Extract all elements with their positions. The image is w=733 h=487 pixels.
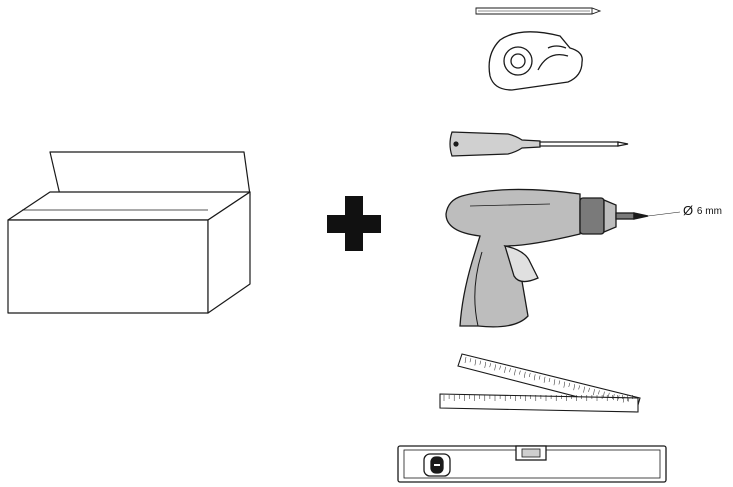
ruler-tick <box>608 392 610 397</box>
ruler-tick <box>514 369 516 376</box>
ruler-tick <box>474 359 477 366</box>
ruler-tick <box>598 390 600 395</box>
ruler-tick <box>464 356 467 364</box>
ruler-tick <box>612 394 615 401</box>
ruler-tick <box>509 368 511 373</box>
screwdriver-icon <box>449 131 629 157</box>
ruler-tick <box>528 372 531 378</box>
ruler-tick <box>524 371 526 378</box>
ruler-tick <box>563 381 566 388</box>
ruler-tick <box>593 389 595 396</box>
ruler-tick <box>519 370 521 375</box>
ruler-tick <box>568 382 571 388</box>
drill-bit-size-label: Ø 6 mm <box>683 203 722 218</box>
ruler-tick <box>558 380 561 385</box>
plus-icon <box>327 196 381 251</box>
ruler-tick <box>603 391 605 398</box>
ruler-tick <box>553 379 556 386</box>
ruler-tick <box>617 395 620 400</box>
ruler-tick <box>543 376 546 383</box>
ruler-tick <box>573 384 575 391</box>
ruler-tick <box>469 358 472 363</box>
ruler-tick <box>504 366 506 373</box>
ruler-tick <box>538 375 541 380</box>
ruler-tick <box>548 377 551 383</box>
ruler-tick <box>622 396 625 403</box>
ruler-tick <box>484 361 487 368</box>
ruler-tick <box>533 374 536 381</box>
cardboard-box-icon <box>7 151 251 314</box>
ruler-tick <box>479 360 482 365</box>
ruler-tick <box>583 386 585 393</box>
tape-dispenser-icon <box>488 31 583 91</box>
power-drill-icon <box>445 188 649 328</box>
diameter-symbol: Ø <box>683 203 694 218</box>
folding-ruler-icon <box>439 353 641 413</box>
drill-bit-size-value: 6 mm <box>696 206 722 217</box>
spirit-level-icon <box>397 445 667 483</box>
drill-bit-size-pointer <box>647 211 681 217</box>
ruler-tick <box>489 363 491 368</box>
ruler-tick <box>588 387 590 392</box>
ruler-tick <box>627 397 630 402</box>
ruler-tick <box>499 365 501 370</box>
ruler-tick <box>578 385 580 390</box>
ruler-tick <box>494 364 496 371</box>
pencil-icon <box>475 7 602 15</box>
